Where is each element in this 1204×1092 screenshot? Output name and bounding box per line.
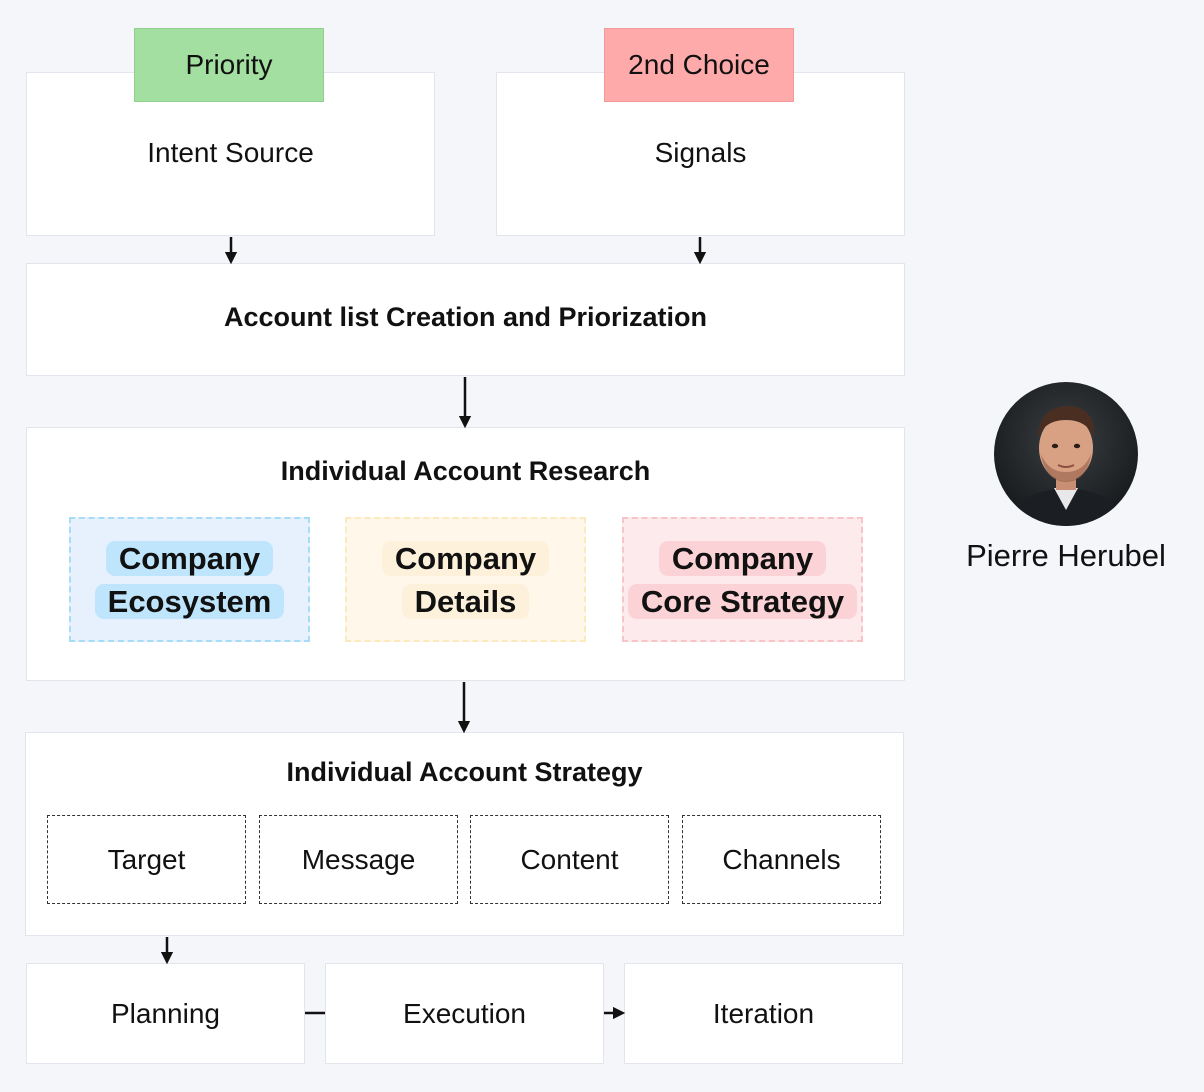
person-name: Pierre Herubel <box>966 538 1166 573</box>
strategy-channels: Channels <box>682 815 881 904</box>
account-research-title: Individual Account Research <box>280 456 651 486</box>
company-core-strategy-card: Company Core Strategy <box>622 517 863 642</box>
account-strategy-title: Individual Account Strategy <box>286 757 643 787</box>
second-choice-tag: 2nd Choice <box>604 28 794 102</box>
strategy-target: Target <box>47 815 246 904</box>
company-details-line1: Company <box>381 540 550 576</box>
company-core-strategy-line2: Core Strategy <box>627 583 858 619</box>
company-core-strategy-line1: Company <box>658 540 827 576</box>
person-avatar <box>994 382 1138 526</box>
account-list-title: Account list Creation and Priorization <box>223 302 708 332</box>
company-ecosystem-card: Company Ecosystem <box>69 517 310 642</box>
company-details-line2: Details <box>401 583 530 619</box>
strategy-message: Message <box>259 815 458 904</box>
execution-box: Execution <box>325 963 604 1064</box>
signals-label: Signals <box>654 137 747 168</box>
company-ecosystem-line1: Company <box>105 540 274 576</box>
company-details-card: Company Details <box>345 517 586 642</box>
company-ecosystem-text: Company Ecosystem <box>94 537 285 623</box>
priority-tag: Priority <box>134 28 324 102</box>
strategy-content: Content <box>470 815 669 904</box>
account-research-box: Individual Account Research Company Ecos… <box>26 427 905 681</box>
planning-box: Planning <box>26 963 305 1064</box>
intent-source-label: Intent Source <box>147 137 314 168</box>
company-ecosystem-line2: Ecosystem <box>94 583 285 619</box>
account-list-box: Account list Creation and Priorization <box>26 263 905 376</box>
company-details-text: Company Details <box>381 537 550 623</box>
company-core-strategy-text: Company Core Strategy <box>627 537 858 623</box>
